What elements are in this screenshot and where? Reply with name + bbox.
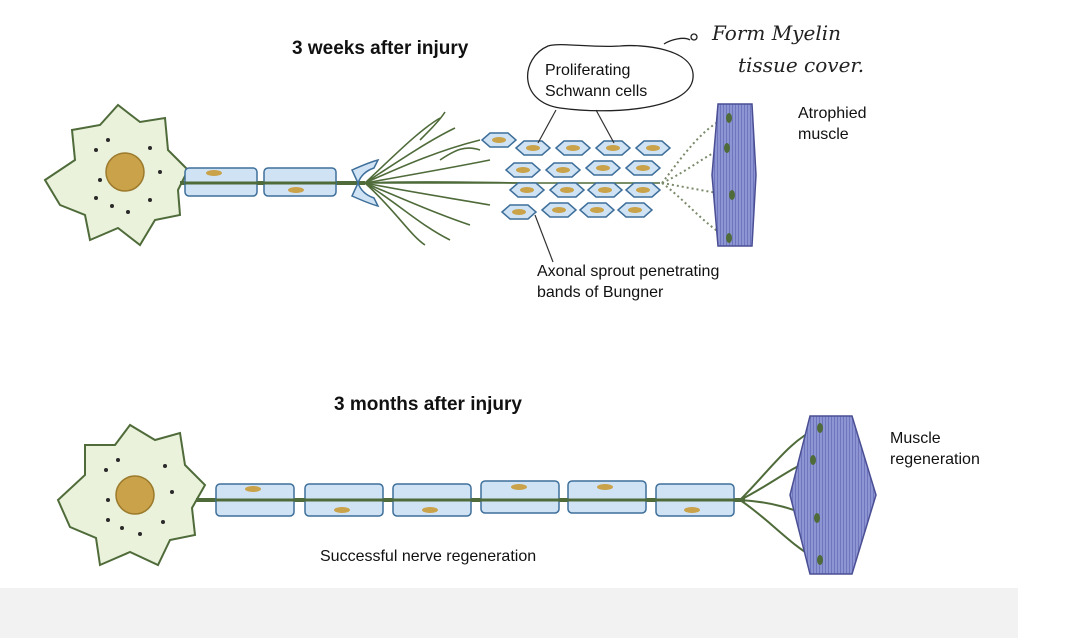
panel-divider: [0, 316, 1066, 330]
regenerated-muscle: [789, 415, 877, 575]
bottom-myelin-nuclei: [245, 484, 700, 513]
top-neuron-cell-body: [43, 103, 190, 247]
hand-drawn-circle: [526, 33, 698, 112]
handwritten-note: Form Myelin tissue cover.: [711, 21, 864, 77]
top-myelin-segments: [184, 167, 337, 197]
successful-regeneration-caption: Successful nerve regeneration: [320, 548, 537, 565]
axonal-sprout-label: Axonal sprout penetrating bands of Bungn…: [537, 263, 720, 301]
atrophied-muscle-label: Atrophied muscle: [798, 105, 867, 143]
axonal-sprouts: [364, 111, 660, 246]
bottom-neuron-cell-body: [56, 423, 207, 567]
injury-site-cap: [351, 158, 380, 208]
handwritten-line-1: Form Myelin: [711, 21, 841, 45]
atrophied-muscle: [711, 103, 757, 247]
top-panel-title: 3 weeks after injury: [292, 38, 469, 59]
label-callout-lines: [534, 109, 615, 263]
handwritten-line-2: tissue cover.: [738, 53, 864, 77]
muscle-regeneration-label: Muscle regeneration: [890, 430, 980, 468]
bottom-panel-title: 3 months after injury: [334, 394, 522, 415]
bottom-strip: [0, 588, 1018, 638]
proliferating-schwann-cells-label: Proliferating Schwann cells: [545, 62, 648, 100]
schwann-cell-nuclei: [492, 137, 660, 215]
